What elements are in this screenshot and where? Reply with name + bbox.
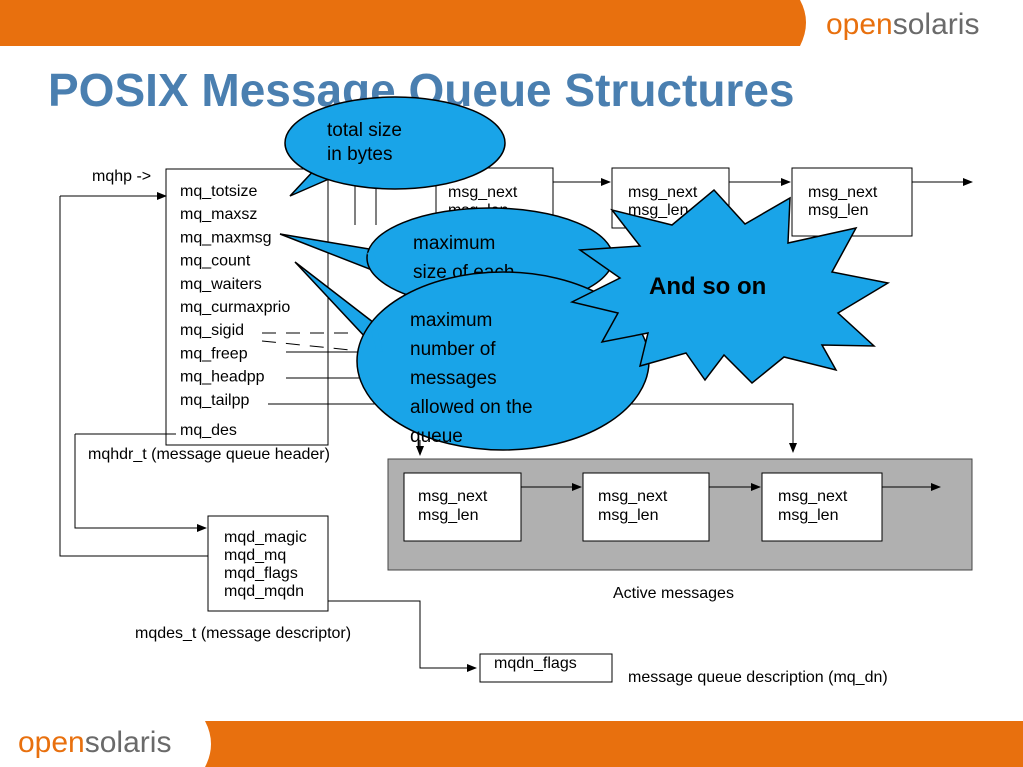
active-node-1-len: msg_len [418, 507, 478, 524]
footer-logo-open-text: open [18, 726, 85, 759]
logo-sol-text: sol [893, 8, 931, 41]
descriptor-field-mqd-mq: mqd_mq [224, 547, 286, 564]
logo-open-text: open [826, 8, 893, 41]
bottom-logo: opensolaris [18, 726, 171, 759]
active-node-3 [761, 472, 883, 542]
header-field-mq-totsize: mq_totsize [180, 183, 257, 200]
svg-text:opensolaris: opensolaris [826, 8, 979, 41]
mqdn-caption: message queue description (mq_dn) [628, 669, 888, 686]
mqdn-box [479, 653, 613, 683]
footer-logo-aris-text: aris [123, 726, 171, 759]
callout-max-number-line3: messages [410, 368, 497, 389]
callout-max-number-line4: allowed on the [410, 397, 533, 418]
callout-max-number-line1: maximum [410, 310, 492, 331]
logo-aris-text: aris [931, 8, 979, 41]
callout-total-size: total size in bytes [284, 96, 506, 197]
callout-max-number: maximum number of messages allowed on th… [294, 261, 650, 451]
header-field-mq-maxsz: mq_maxsz [180, 206, 257, 223]
header-field-mq-count: mq_count [180, 253, 251, 270]
callout-total-size-line1: total size [327, 120, 402, 141]
free-node-3-next: msg_next [808, 184, 878, 201]
callout-max-number-line5: queue [410, 426, 463, 447]
header-struct-box [165, 168, 329, 446]
svg-text:maximum number of: maximum number of messages allowed on th… [410, 310, 538, 447]
descriptor-box [207, 515, 329, 612]
footer-logo-sol-text: sol [85, 726, 123, 759]
header-field-mq-sigid: mq_sigid [180, 322, 244, 339]
active-node-2 [582, 472, 710, 542]
active-node-1-next: msg_next [418, 488, 488, 505]
active-caption: Active messages [613, 585, 734, 602]
callout-total-size-line2: in bytes [327, 144, 392, 165]
free-node-1-next: msg_next [448, 184, 518, 201]
descriptor-field-mqd-magic: mqd_magic [224, 529, 307, 546]
free-node-3-len: msg_len [808, 202, 868, 219]
top-banner [0, 0, 806, 46]
free-node-3 [791, 167, 913, 237]
descriptor-to-mqdn-line [328, 600, 477, 672]
free-node-2-next: msg_next [628, 184, 698, 201]
callout-and-so-on: And so on [569, 188, 891, 385]
header-field-mq-tailpp: mq_tailpp [180, 392, 249, 409]
header-pointer-label: mqhp -> [92, 168, 151, 185]
callout-max-number-line2: number of [410, 339, 496, 360]
bottom-banner [205, 721, 1023, 767]
svg-text:total size in bytes: total size in bytes [327, 120, 407, 165]
descriptor-caption: mqdes_t (message descriptor) [135, 625, 351, 642]
descriptor-field-mqd-mqdn: mqd_mqdn [224, 583, 304, 600]
header-caption: mqhdr_t (message queue header) [88, 446, 330, 463]
top-logo: opensolaris [826, 8, 979, 41]
callout-max-size-line1: maximum [413, 233, 495, 254]
active-node-2-len: msg_len [598, 507, 658, 524]
active-node-1 [403, 472, 522, 542]
descriptor-field-mqd-flags: mqd_flags [224, 565, 298, 582]
active-node-2-next: msg_next [598, 488, 668, 505]
active-node-3-len: msg_len [778, 507, 838, 524]
header-field-mq-freep: mq_freep [180, 345, 248, 362]
and-so-on-text: And so on [649, 273, 766, 300]
header-field-mq-curmaxprio: mq_curmaxprio [180, 299, 290, 316]
active-node-3-next: msg_next [778, 488, 848, 505]
svg-text:opensolaris: opensolaris [18, 726, 171, 759]
header-fields: mq_totsize mq_maxsz mq_maxmsg mq_count mq_wa… [180, 183, 290, 439]
header-field-mq-des: mq_des [180, 422, 237, 439]
header-field-mq-waiters: mq_waiters [180, 276, 262, 293]
header-field-mq-maxmsg: mq_maxmsg [180, 229, 272, 246]
active-list: msg_next msg_len msg_next msg_len msg_ne… [387, 458, 973, 602]
header-field-mq-headpp: mq_headpp [180, 369, 265, 386]
mqdn-field: mqdn_flags [494, 655, 577, 672]
free-node-2-len: msg_len [628, 202, 688, 219]
